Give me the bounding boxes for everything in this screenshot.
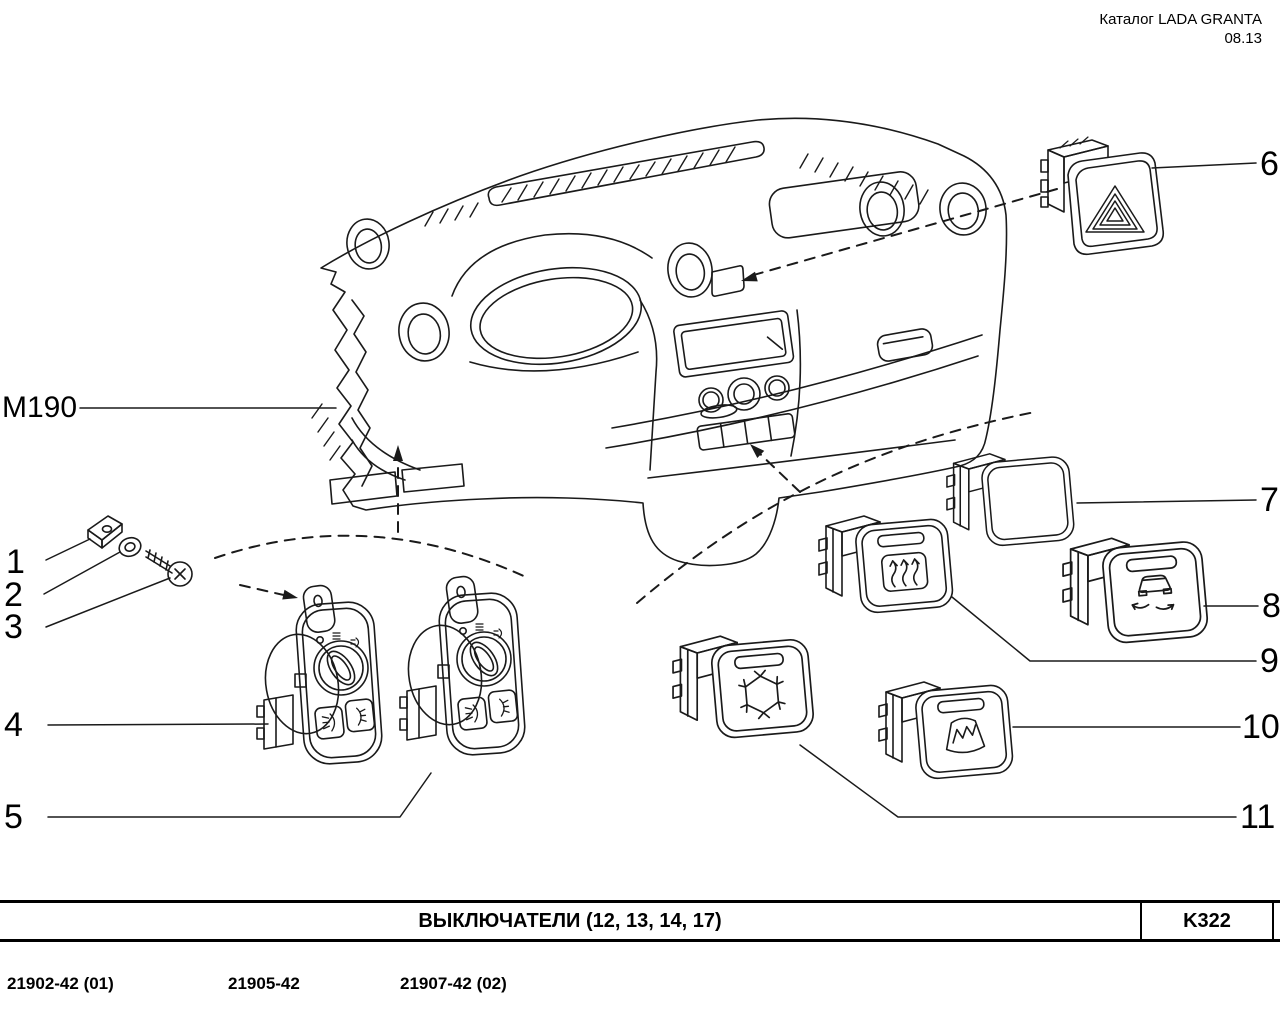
right-vent xyxy=(939,182,987,236)
model-variants: 21902-42 (01) 21905-42 21907-42 (02) xyxy=(0,974,1280,998)
hazard-switch xyxy=(1040,136,1165,256)
callout-7: 7 xyxy=(1260,481,1279,519)
table-divider xyxy=(1140,903,1142,939)
radio-opening xyxy=(673,310,795,378)
callout-9: 9 xyxy=(1260,642,1279,680)
snowflake-icon xyxy=(738,669,786,720)
callout-8: 8 xyxy=(1262,587,1280,625)
callout-5: 5 xyxy=(4,798,23,836)
leader-lines xyxy=(43,162,1259,818)
callout-m190: M190 xyxy=(2,391,78,424)
left-upper-vent xyxy=(346,218,390,270)
esp-switch xyxy=(1062,537,1210,645)
dashed-guides xyxy=(214,188,1058,604)
callout-4: 4 xyxy=(4,706,23,744)
defroster-hatch xyxy=(424,146,929,227)
title-block: ВЫКЛЮЧАТЕЛИ (12, 13, 14, 17) K322 xyxy=(0,900,1280,942)
windshield-defrost-icon xyxy=(945,717,986,754)
left-lower-vent xyxy=(398,302,450,362)
variant-code-2: 21905-42 xyxy=(228,974,300,993)
clip-nut-part xyxy=(87,515,123,549)
headlight-switch-module-2 xyxy=(399,574,528,758)
windshield-defrost-switch xyxy=(878,681,1015,781)
callout-6: 6 xyxy=(1260,145,1279,183)
stability-control-icon xyxy=(1131,574,1175,611)
center-left-vent xyxy=(667,242,713,298)
blank-switch xyxy=(946,453,1076,548)
callout-10: 10 xyxy=(1242,708,1280,746)
climate-knobs xyxy=(698,375,790,413)
headlight-switch-module xyxy=(256,584,383,765)
hazard-switch-location xyxy=(711,265,745,297)
page-header: Каталог LADA GRANTA 08.13 xyxy=(1099,10,1262,48)
airbag-panel xyxy=(768,171,920,239)
glovebox-handle xyxy=(876,328,934,362)
callout-1: 1 xyxy=(6,543,25,581)
rear-defrost-switch xyxy=(818,515,955,615)
rear-window-defrost-icon xyxy=(880,551,929,592)
hazard-triangle-icon xyxy=(1085,185,1145,233)
washer-part xyxy=(118,536,142,558)
variant-code-3: 21907-42 (02) xyxy=(400,974,507,993)
center-right-vent xyxy=(859,181,905,237)
switch-bank xyxy=(696,404,796,451)
variant-code-1: 21902-42 (01) xyxy=(7,974,114,993)
section-title: ВЫКЛЮЧАТЕЛИ (12, 13, 14, 17) xyxy=(418,909,722,932)
dashboard-drawing xyxy=(311,117,1008,567)
table-right-border xyxy=(1272,903,1274,939)
arrowheads xyxy=(282,271,765,600)
callout-3: 3 xyxy=(4,608,23,646)
catalog-title: Каталог LADA GRANTA xyxy=(1099,11,1262,28)
ac-switch xyxy=(672,635,816,740)
callout-11: 11 xyxy=(1240,798,1276,836)
callout-2: 2 xyxy=(4,576,23,614)
catalog-edition: 08.13 xyxy=(1224,30,1262,47)
screw-part xyxy=(145,549,193,587)
page-code: K322 xyxy=(1183,909,1231,932)
